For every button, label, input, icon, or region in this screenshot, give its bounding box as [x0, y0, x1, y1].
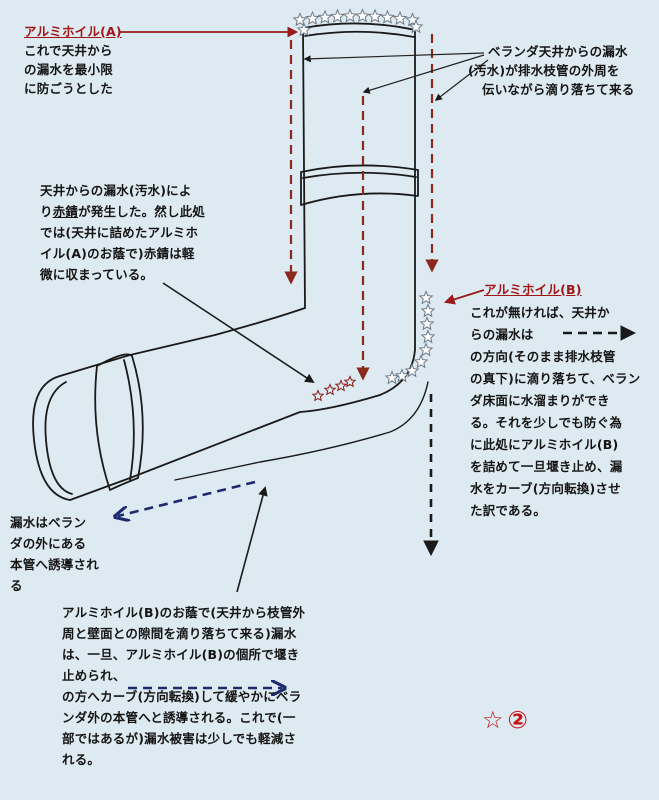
foil-star-icon	[296, 22, 312, 37]
foil-a-stars	[292, 8, 424, 37]
note-foil-a: アルミホイル(A) これで天井から の漏水を最小限 に防ごうとした	[24, 22, 122, 98]
bottom-line: の方へカーブ(方向転換)して緩やかにベラ	[62, 689, 302, 704]
note-left: 漏水はベラン ダの外にある 本管へ誘導され る	[10, 512, 99, 596]
pipe-top-rim-inner	[304, 30, 415, 38]
rust-line: イル(A)のお蔭で)赤錆は軽	[40, 246, 195, 261]
note-bottom: アルミホイル(B)のお蔭で(天井から枝管外 周と壁面との隙間を滴り落ちて来る)漏…	[62, 602, 305, 770]
left-line: ダの外にある	[10, 536, 87, 551]
foil-star-icon	[404, 363, 420, 378]
leader-lines	[120, 26, 489, 593]
rust-spot-icon	[323, 383, 337, 396]
foil-b-line: の方向(そのまま排水枝管	[470, 349, 616, 364]
foil-star-icon	[392, 10, 408, 25]
leader-top-right-2	[362, 54, 485, 94]
top-right-line: 伝いながら滴り落ちて来る	[482, 82, 635, 97]
rust-line: り赤錆が発生した。然し此処	[40, 201, 205, 222]
foil-b-line: これが無ければ、天井か	[470, 305, 610, 320]
foil-a-line: に防ごうとした	[24, 81, 113, 96]
foil-star-icon	[367, 8, 383, 23]
foil-star-icon	[418, 342, 434, 357]
horizontal-collar-line	[123, 359, 135, 481]
foil-star-icon	[292, 12, 308, 27]
foil-star-icon	[380, 9, 395, 24]
foil-a-line: の漏水を最小限	[24, 62, 113, 77]
bottom-line: 止められ、	[62, 668, 126, 683]
rust-spot-icon	[343, 375, 357, 388]
bottom-line: アルミホイル(B)のお蔭で(天井から枝管外	[62, 605, 306, 620]
horizontal-pipe-end-inner	[44, 381, 73, 495]
pipe-left-wall	[302, 29, 306, 309]
left-line: 本管へ誘導され	[10, 557, 99, 572]
foil-star-icon	[330, 8, 345, 23]
rust-line: 天井からの漏水(汚水)によ	[40, 183, 192, 198]
note-rust: 天井からの漏水(汚水)によ り赤錆が発生した。然し此処 では(天井に詰めたアルミ…	[40, 180, 205, 285]
left-line: 漏水はベラン	[10, 515, 87, 530]
rust-spot-icon	[334, 379, 348, 392]
bottom-line: ンダ外の本管へと誘導される。これで(一	[62, 710, 296, 725]
foil-star-icon	[355, 8, 370, 23]
rust-stars	[311, 375, 357, 402]
foil-star-icon	[342, 8, 358, 23]
drip-arrows	[284, 34, 439, 381]
rust-word: 赤錆	[52, 204, 79, 219]
foil-a-title: アルミホイル(A)	[24, 24, 122, 39]
foil-b-stars	[384, 290, 436, 385]
leader-bottom	[236, 486, 268, 593]
foil-star-icon	[419, 316, 435, 331]
foil-star-icon	[394, 368, 410, 383]
foil-b-line: を詰めて一旦堰き止め、漏	[470, 459, 623, 474]
foil-b-title: アルミホイル(B)	[484, 282, 582, 297]
page-number: ②	[507, 706, 528, 734]
foil-a-line: これで天井から	[24, 43, 113, 58]
foil-star-icon	[420, 329, 436, 344]
foil-star-icon	[317, 9, 333, 24]
page-mark: ☆②	[482, 705, 528, 735]
bottom-line: は、一旦、アルミホイル(B)の個所で堰き	[62, 647, 300, 662]
foil-star-icon	[408, 19, 424, 34]
leader-foil-b	[443, 289, 485, 305]
rust-spot-icon	[311, 389, 325, 402]
note-foil-b-title: アルミホイル(B)	[484, 280, 582, 299]
horizontal-collar	[94, 353, 144, 491]
rust-line: 微に収まっている。	[40, 267, 154, 282]
foil-star-icon	[305, 10, 320, 25]
rust-line-post: が発生した。然し此処	[78, 204, 206, 219]
top-right-line: ベランダ天井からの漏水	[488, 44, 628, 59]
foil-b-line: らの漏水は	[470, 327, 534, 342]
bottom-line: 部ではあるが)漏水被害は少しでも軽減さ	[62, 731, 297, 746]
pipe-collar-line	[302, 171, 417, 179]
rust-line: では(天井に詰めたアルミホ	[40, 225, 199, 240]
elbow-inner	[59, 307, 306, 377]
pipe-collar	[300, 164, 419, 206]
foil-b-line: の真下)に滴り落ちて、ベラン	[470, 371, 641, 386]
foil-b-line: た訳である。	[470, 503, 547, 518]
note-top-right: ベランダ天井からの漏水 (汚水)が排水枝管の外周を 伝いながら滴り落ちて来る	[468, 42, 634, 99]
rust-line-pre: り	[40, 204, 53, 219]
note-foil-b: これが無ければ、天井か らの漏水は の方向(そのまま排水枝管 の真下)に滴り落ち…	[470, 302, 640, 522]
foil-b-line: 水をカーブ(方向転換)させ	[470, 481, 621, 496]
curve-direction-arrow-main	[118, 480, 256, 516]
foil-star-icon	[413, 354, 429, 369]
foil-star-icon	[418, 290, 434, 305]
leader-top-right-1	[303, 52, 485, 63]
leader-top-right-3	[434, 59, 489, 101]
foil-star-icon	[420, 303, 436, 318]
horizontal-pipe-end	[32, 375, 71, 501]
wall-curve	[174, 381, 429, 481]
foil-star-icon	[384, 370, 400, 385]
left-line: る	[10, 578, 23, 593]
foil-b-line: に此処にアルミホイル(B)	[470, 437, 619, 452]
bottom-line: れる。	[62, 752, 101, 767]
leader-rust	[162, 282, 315, 384]
foil-b-line: ダ床面に水溜まりができ	[470, 393, 610, 408]
top-right-line: (汚水)が排水枝管の外周を	[468, 63, 620, 78]
star-icon: ☆	[482, 706, 504, 734]
foil-b-line: る。それを少しでも防ぐ為	[470, 415, 623, 430]
pipe-top-rim	[302, 22, 416, 31]
bottom-line: 周と壁面との隙間を滴り落ちて来る)漏水	[62, 626, 297, 641]
